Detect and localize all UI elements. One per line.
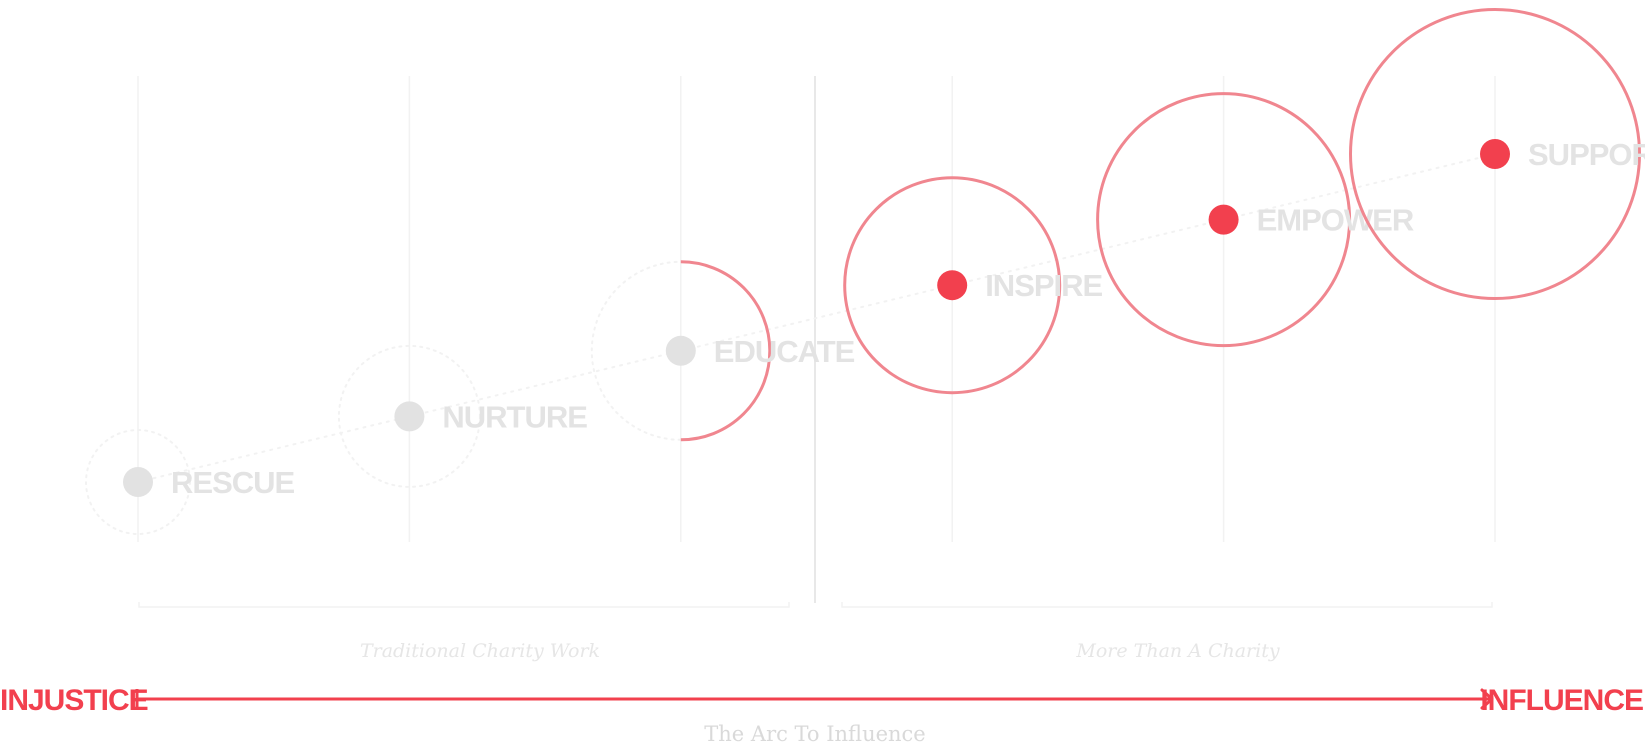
ring-support <box>1349 8 1641 300</box>
diagram-title: The Arc To Influence <box>704 722 925 746</box>
dot-support <box>1480 139 1510 169</box>
axis-end-label: INFLUENCE <box>1480 684 1643 717</box>
caption-traditional: Traditional Charity Work <box>360 640 600 662</box>
dot-inspire <box>937 270 968 301</box>
label-educate: EDUCATE <box>714 334 855 369</box>
ring-inspire <box>843 176 1062 395</box>
axis-start-label: INJUSTICE <box>0 684 148 717</box>
dot-nurture <box>394 401 425 432</box>
label-rescue: RESCUE <box>171 465 295 500</box>
bracket-traditional <box>138 602 790 608</box>
dot-rescue <box>123 467 153 497</box>
axis-arrowhead <box>1480 688 1494 710</box>
dot-educate <box>665 335 696 366</box>
ring-empower <box>1096 92 1352 348</box>
label-nurture: NURTURE <box>442 399 587 434</box>
stage-gridlines <box>137 76 1496 542</box>
dot-empower <box>1208 204 1239 235</box>
ring-nurture <box>337 344 481 488</box>
label-inspire: INSPIRE <box>985 268 1102 303</box>
label-support: SUPPORT <box>1528 137 1645 172</box>
ring-educate-half <box>680 260 772 442</box>
stage-markers: RESCUE NURTURE EDUCATE INSPIRE EMPOWER SUPPOR… <box>85 8 1645 535</box>
label-empower: EMPOWER <box>1257 203 1414 238</box>
main-axis <box>135 688 1494 710</box>
bracket-more-than-charity <box>841 602 1493 608</box>
caption-more-than-charity: More Than A Charity <box>1075 640 1279 662</box>
progress-path <box>137 153 1496 483</box>
ring-rescue <box>85 429 191 535</box>
group-brackets <box>138 602 1493 608</box>
